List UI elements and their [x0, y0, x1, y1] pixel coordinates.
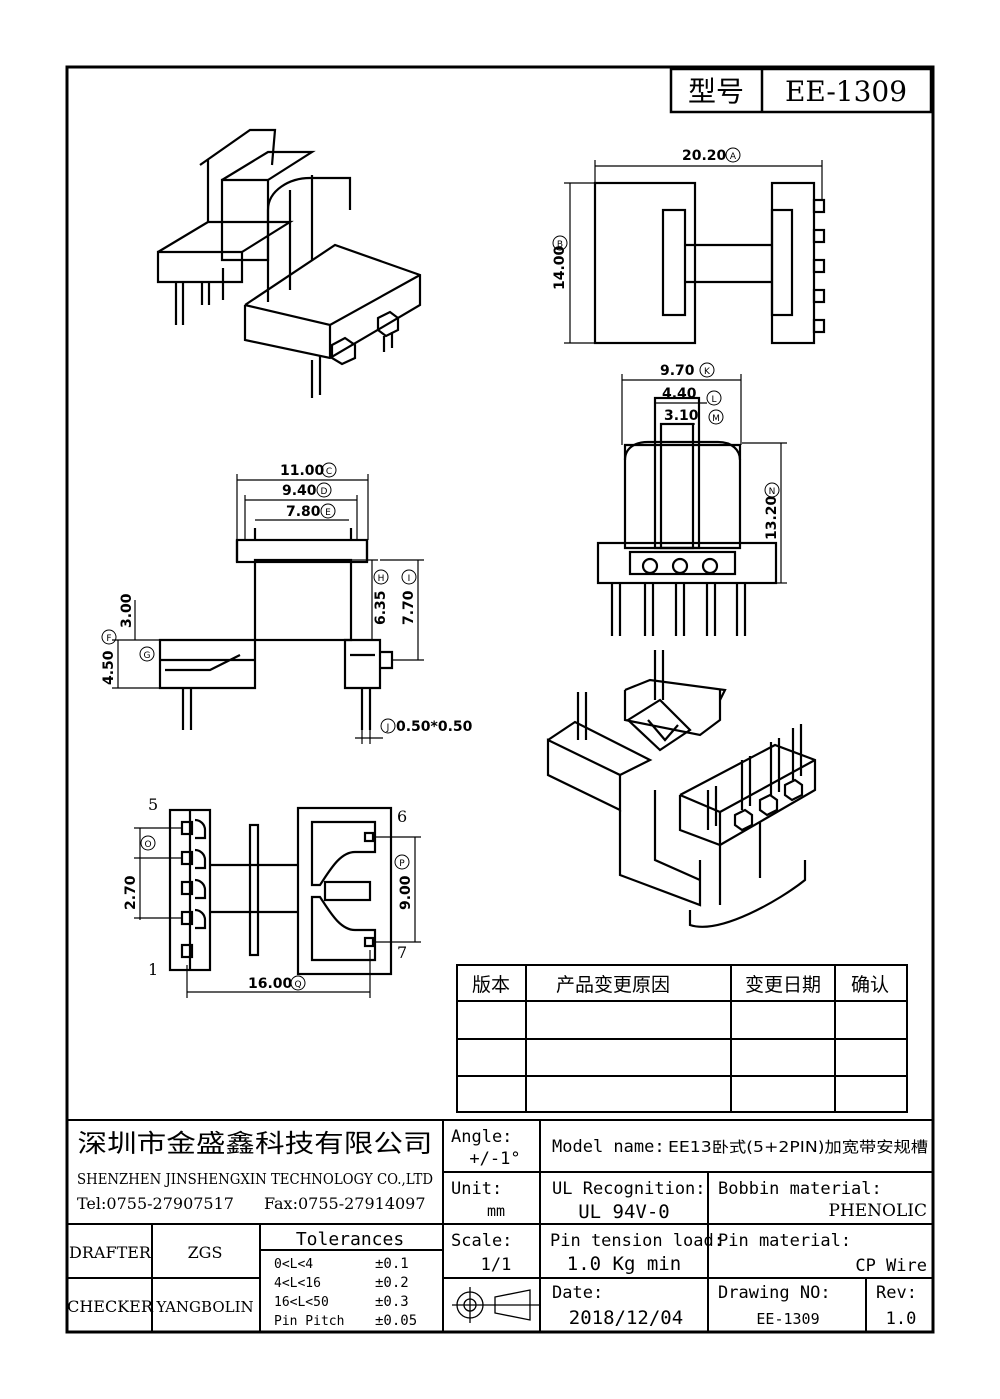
dim-k-tag: K: [704, 367, 711, 377]
dim-l-tag: L: [711, 395, 716, 405]
company-fax: Fax:0755-27914097: [264, 1194, 426, 1213]
tol-range-2: 4<L<16: [274, 1276, 321, 1291]
dim-a: 20.20: [682, 148, 727, 164]
dim-q: 16.00: [248, 976, 293, 992]
drafter-label: DRAFTER: [69, 1243, 152, 1262]
pin-material-value: CP Wire: [855, 1256, 927, 1276]
dim-e-tag: E: [325, 508, 331, 518]
model-value: EE-1309: [785, 75, 907, 108]
dim-l: 4.40: [662, 386, 697, 402]
pin-material-label: Pin material:: [718, 1231, 851, 1251]
rev-label: Rev:: [876, 1283, 917, 1303]
tol-range-3: 16<L<50: [274, 1295, 329, 1310]
dim-j: 0.50*0.50: [396, 719, 473, 735]
dim-h-tag: H: [378, 574, 385, 584]
dim-n: 13.20: [764, 495, 780, 540]
side-view-mid: 11.00 C 9.40 D 7.80 E 6.35 H 7.70 I 4.50…: [101, 462, 473, 744]
tol-value-2: ±0.2: [375, 1275, 409, 1291]
dim-n-tag: N: [769, 487, 776, 497]
isometric-view-top: [156, 128, 422, 398]
pin-tension-value: 1.0 Kg min: [567, 1253, 681, 1275]
rev-header-reason: 产品变更原因: [556, 974, 670, 996]
dim-a-tag: A: [730, 152, 737, 162]
unit-label: Unit:: [451, 1179, 502, 1199]
model-label: 型号: [688, 75, 744, 108]
ul-value: UL 94V-0: [578, 1201, 670, 1223]
drafter-value: ZGS: [188, 1243, 223, 1262]
company-tel: Tel:0755-27907517: [77, 1194, 234, 1213]
title-block: 深圳市金盛鑫科技有限公司 SHENZHEN JINSHENGXIN TECHNO…: [67, 1119, 933, 1332]
dim-p: 9.00: [398, 875, 414, 910]
drawing-border: [65, 65, 935, 1334]
dim-p-tag: P: [399, 859, 405, 869]
dim-m-tag: M: [712, 414, 720, 424]
dim-f-inner: 3.00: [119, 593, 135, 628]
tolerances-title: Tolerances: [296, 1229, 404, 1250]
tol-value-3: ±0.3: [375, 1294, 409, 1310]
model-header: 型号 EE-1309: [669, 67, 933, 114]
dim-d: 9.40: [282, 483, 317, 499]
dim-c: 11.00: [280, 463, 325, 479]
dim-e: 7.80: [286, 504, 321, 520]
ul-label: UL Recognition:: [552, 1179, 706, 1199]
dim-m: 3.10: [664, 408, 699, 424]
dim-b-tag: B: [557, 240, 563, 250]
dim-o-outer: 2.70: [123, 875, 139, 910]
drawing-no-label: Drawing NO:: [718, 1283, 831, 1303]
pin-1-label: 1: [148, 960, 158, 979]
dim-i-tag: I: [408, 574, 411, 584]
projection-symbol-icon: [452, 1287, 540, 1323]
tol-value-1: ±0.1: [375, 1256, 409, 1272]
angle-value: +/-1°: [469, 1149, 520, 1169]
company-name-cn: 深圳市金盛鑫科技有限公司: [78, 1129, 433, 1158]
model-name-value: EE13卧式(5+2PIN)加宽带安规槽: [668, 1138, 928, 1156]
unit-value: mm: [487, 1202, 505, 1220]
date-label: Date:: [552, 1283, 603, 1303]
tol-range-4: Pin Pitch: [274, 1314, 344, 1329]
dim-b: 14.00: [552, 245, 568, 290]
tol-value-4: ±0.05: [375, 1313, 417, 1329]
rev-value: 1.0: [886, 1309, 917, 1329]
pin-7-label: 7: [397, 943, 407, 962]
side-view-top: 20.20 A 14.00 B: [552, 147, 826, 345]
dim-i: 7.70: [401, 590, 417, 625]
rev-header-confirm: 确认: [851, 974, 889, 996]
dim-f: 4.50: [101, 650, 117, 685]
dim-k: 9.70: [660, 363, 695, 379]
dim-f-tag: F: [106, 634, 111, 644]
angle-label: Angle:: [451, 1127, 512, 1147]
date-value: 2018/12/04: [569, 1307, 683, 1329]
company-name-en: SHENZHEN JINSHENGXIN TECHNOLOGY CO.,LTD: [77, 1170, 433, 1188]
revision-table: 版本 产品变更原因 变更日期 确认: [456, 964, 908, 1113]
isometric-view-bottom: [546, 650, 817, 928]
checker-label: CHECKER: [67, 1297, 154, 1316]
dim-g-tag: G: [144, 651, 151, 661]
tol-range-1: 0<L<4: [274, 1257, 313, 1272]
bobbin-material-value: PHENOLIC: [829, 1201, 928, 1221]
dim-d-tag: D: [321, 487, 328, 497]
bottom-view: 5 1 6 7 O 2.70 9.00 P 16.00 Q: [123, 795, 421, 998]
scale-value: 1/1: [481, 1255, 512, 1275]
checker-value: YANGBOLIN: [155, 1298, 253, 1316]
front-view: 9.70 K 4.40 L 3.10 M 13.20 N: [596, 362, 787, 636]
scale-label: Scale:: [451, 1231, 512, 1251]
dim-c-tag: C: [326, 467, 332, 477]
pin-5-label: 5: [148, 795, 158, 814]
pin-tension-label: Pin tension load:: [550, 1231, 724, 1251]
drawing-no-value: EE-1309: [756, 1310, 819, 1328]
pin-6-label: 6: [397, 807, 407, 826]
dim-j-tag: J: [386, 723, 390, 733]
bobbin-material-label: Bobbin material:: [718, 1179, 882, 1199]
dim-h: 6.35: [373, 590, 389, 625]
rev-header-version: 版本: [472, 974, 510, 996]
rev-header-date: 变更日期: [745, 974, 821, 996]
model-name-label: Model name:: [552, 1137, 665, 1157]
dim-o-tag: O: [144, 840, 151, 850]
dim-q-tag: Q: [294, 980, 301, 990]
